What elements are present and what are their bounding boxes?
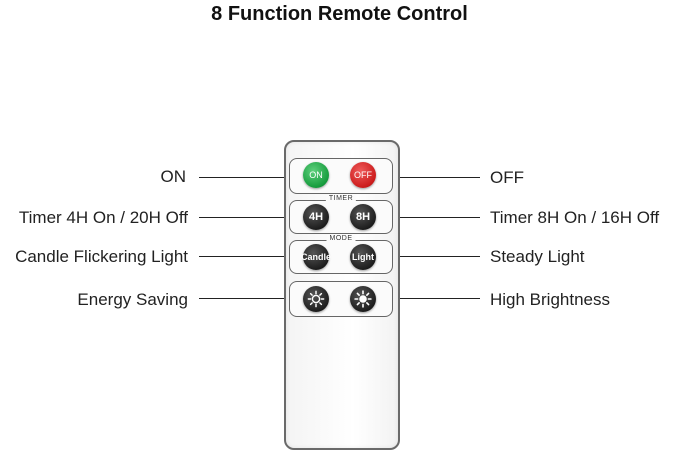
candle-label: Candle	[301, 252, 332, 262]
timer-4h-button[interactable]: 4H	[303, 204, 329, 230]
light-label: Light	[352, 252, 374, 262]
timer-8h-button[interactable]: 8H	[350, 204, 376, 230]
on-button[interactable]: ON	[303, 162, 329, 188]
high-brightness-button[interactable]	[350, 286, 376, 312]
connector-line-off	[380, 177, 480, 178]
sun-filled-icon	[354, 290, 372, 308]
label-candle-flickering: Candle Flickering Light	[15, 247, 188, 266]
label-steady-light: Steady Light	[490, 247, 585, 266]
label-off: OFF	[490, 168, 524, 187]
timer-4h-label: 4H	[308, 211, 324, 223]
energy-saving-button[interactable]	[303, 286, 329, 312]
timer-caption: TIMER	[325, 195, 357, 202]
candle-button[interactable]: Candle	[301, 244, 332, 270]
page-title: 8 Function Remote Control	[211, 3, 468, 25]
connector-line-on	[199, 177, 303, 178]
sun-outline-icon	[307, 290, 325, 308]
connector-line-timer-4h	[199, 217, 303, 218]
connector-line-high-brightness	[380, 298, 480, 299]
label-on: ON	[160, 167, 187, 186]
connector-line-energy-saving	[199, 298, 303, 299]
light-button[interactable]: Light	[350, 244, 376, 270]
timer-8h-label: 8H	[355, 211, 371, 223]
label-high-brightness: High Brightness	[490, 290, 611, 309]
label-energy-saving: Energy Saving	[77, 290, 188, 309]
label-timer-8h: Timer 8H On / 16H Off	[490, 208, 660, 227]
mode-caption: MODE	[326, 235, 356, 242]
connector-line-timer-8h	[380, 217, 480, 218]
connector-line-steady	[380, 256, 480, 257]
off-button[interactable]: OFF	[350, 162, 376, 188]
connector-line-candle	[199, 256, 303, 257]
label-timer-4h: Timer 4H On / 20H Off	[18, 208, 188, 227]
